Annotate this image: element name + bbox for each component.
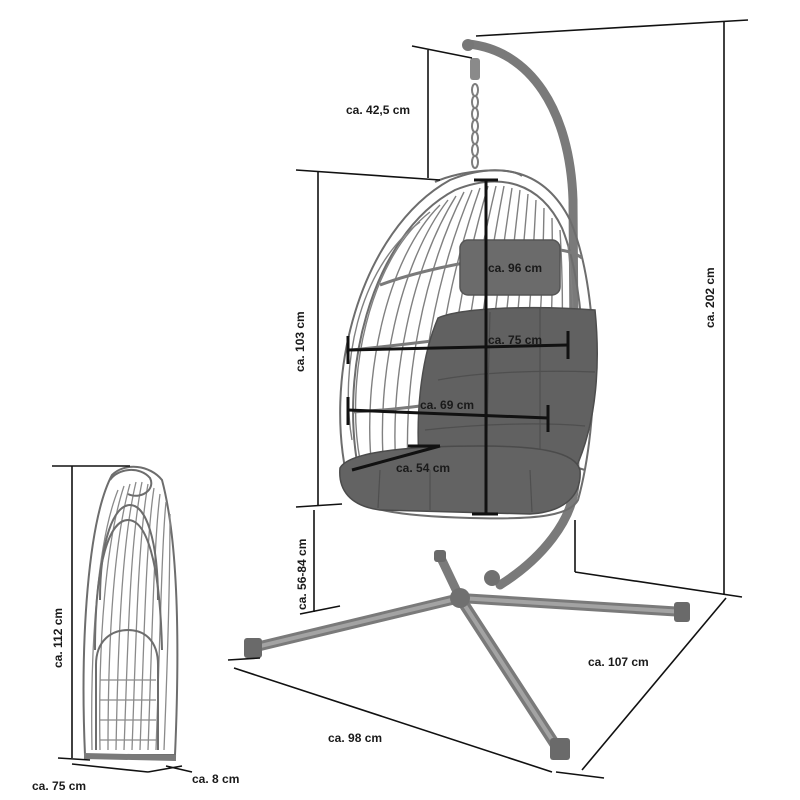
label-cushion-height: ca. 96 cm — [488, 261, 542, 275]
label-basket-height: ca. 103 cm — [293, 311, 307, 372]
label-folded-width: ca. 75 cm — [32, 779, 86, 793]
folded-chair — [82, 465, 179, 761]
cross-base — [244, 550, 690, 760]
label-folded-height: ca. 112 cm — [51, 608, 65, 668]
hanging-chain — [471, 83, 479, 169]
dimension-labels: ca. 42,5 cm ca. 103 cm ca. 202 cm ca. 96… — [32, 103, 717, 793]
label-folded-depth: ca. 8 cm — [192, 772, 239, 786]
chair-stand — [244, 39, 690, 760]
label-base-depth: ca. 107 cm — [588, 655, 649, 669]
label-basket-width: ca. 75 cm — [488, 333, 542, 347]
label-seat-width: ca. 69 cm — [420, 398, 474, 412]
dimension-lines — [52, 19, 749, 779]
label-stand-top-height: ca. 42,5 cm — [346, 103, 410, 117]
label-ground-clearance: ca. 56-84 cm — [295, 539, 309, 610]
label-seat-depth: ca. 54 cm — [396, 461, 450, 475]
label-total-height: ca. 202 cm — [703, 267, 717, 328]
label-base-width: ca. 98 cm — [328, 731, 382, 745]
